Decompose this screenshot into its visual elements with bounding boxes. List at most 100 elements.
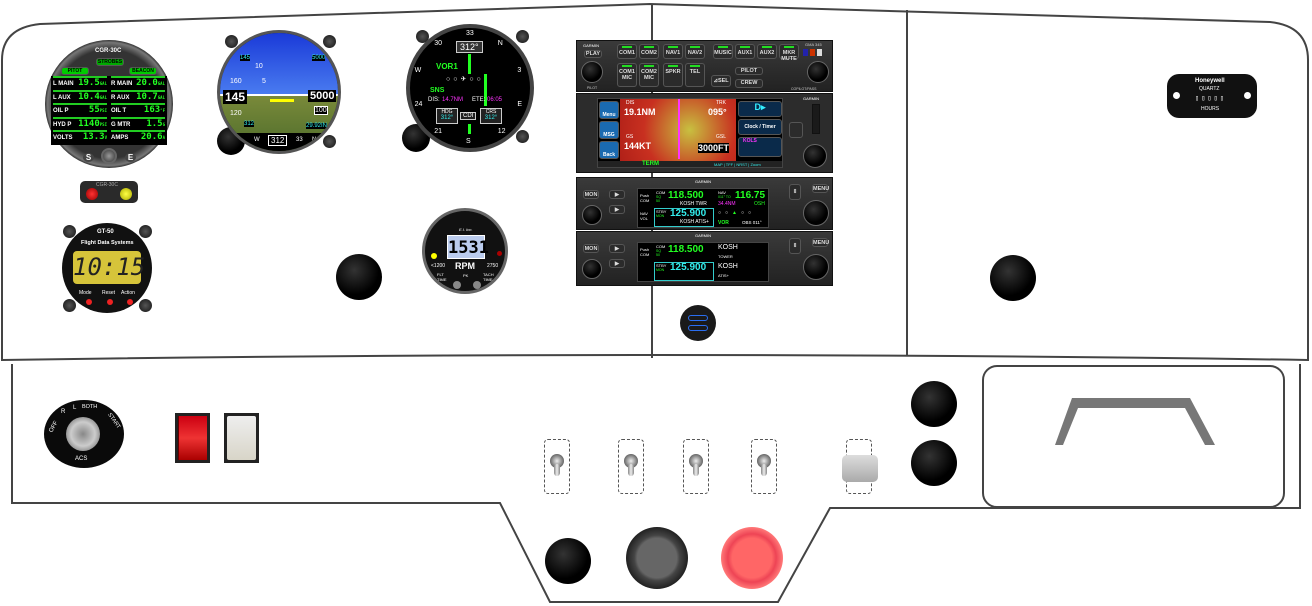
magneto-switch[interactable]: OFF R L BOTH START ACS (44, 400, 124, 468)
tach-time-label: TACH TIME (483, 272, 494, 282)
s-button[interactable]: S (83, 153, 94, 162)
audio-panel: GARMIN PLAY PILOT PILOT CREW ⊿SEL GMA 34… (576, 40, 833, 92)
mag-off-label: OFF (48, 420, 60, 434)
com-standby-id: KOSH (718, 263, 738, 270)
flip-button[interactable]: ⇕ (789, 238, 801, 254)
audio-button-music[interactable]: MUSIC (713, 44, 733, 59)
clock-model: GT-50 (97, 229, 114, 235)
gray-push-button[interactable] (626, 527, 688, 589)
gsl-label: GSL (716, 134, 727, 140)
back-button[interactable]: Back (599, 141, 619, 159)
nav-swap-button[interactable]: ▶ (609, 205, 625, 214)
toggle-switch[interactable] (683, 439, 709, 494)
compass-card-label: 21 (434, 127, 443, 135)
map-bar[interactable]: MAP | TFF | NRST | Zoom (714, 162, 761, 167)
flip-button[interactable]: ⇕ (789, 184, 801, 200)
audio-button-tel[interactable]: TEL (685, 63, 705, 87)
mag-both-label: BOTH (82, 404, 98, 410)
clock-timer-button[interactable]: Clock / Timer (738, 119, 782, 135)
copilot-volume-knob[interactable] (807, 61, 829, 83)
audio-button-aux2[interactable]: AUX2 (757, 44, 777, 59)
direct-to-button[interactable]: D▸ (738, 101, 782, 117)
beacon-button[interactable]: BEACON (129, 67, 157, 75)
usb-port[interactable] (688, 315, 708, 321)
pilot-button[interactable]: PILOT (735, 67, 763, 75)
gauge-label: G MTR (111, 121, 131, 128)
mon-button[interactable]: MON (583, 244, 599, 253)
cdi-button[interactable]: CDI (460, 112, 477, 120)
e-button[interactable]: E (125, 153, 136, 162)
home-button[interactable] (789, 122, 803, 138)
toggle-switch[interactable] (751, 439, 777, 494)
waypoint-button[interactable]: KOLS (738, 137, 782, 157)
volume-knob[interactable] (582, 259, 602, 279)
gs-value: 144KT (624, 141, 652, 151)
master-switch[interactable] (175, 413, 210, 463)
audio-button-nav1[interactable]: NAV1 (663, 44, 683, 59)
avionics-switch[interactable] (224, 413, 259, 463)
menu-button[interactable]: MENU (812, 184, 830, 193)
mode-button[interactable] (86, 299, 92, 305)
clock-time: 10:15 (73, 253, 146, 281)
engine-monitor-knob[interactable] (101, 148, 117, 164)
pilot-volume-knob[interactable] (581, 61, 603, 83)
frequency-knob[interactable] (803, 254, 829, 280)
audio-button-com2[interactable]: COM2 (639, 44, 659, 59)
flt-time-button[interactable] (453, 281, 461, 289)
audio-button-mkr-mute[interactable]: MKR MUTE (779, 44, 799, 62)
gt50-clock: GT-50 Flight Data Systems 10:15 Mode Res… (57, 219, 157, 317)
nav-com-brand: GARMIN (695, 179, 711, 184)
audio-button-com2-mic[interactable]: COM2 MIC (639, 63, 659, 87)
swap-button[interactable]: ▶ (609, 244, 625, 253)
blank-plug (545, 538, 591, 584)
audio-button-nav2[interactable]: NAV2 (685, 44, 705, 59)
gauge-value: 13.3V (82, 132, 107, 143)
pitot-button[interactable]: PITOT (61, 67, 89, 75)
gtn-navigator: GARMIN Menu MSG Back DIS 19.1NM GS 144KT… (576, 93, 833, 173)
guarded-switch[interactable] (842, 439, 878, 494)
usb-port[interactable] (688, 325, 708, 331)
reset-button[interactable] (107, 299, 113, 305)
menu-button[interactable]: Menu (599, 101, 619, 119)
mon-button[interactable]: MON (583, 190, 599, 199)
play-button[interactable]: PLAY (584, 50, 602, 58)
swap-button-2[interactable]: ▶ (609, 259, 625, 268)
tach-time-button[interactable] (473, 281, 481, 289)
com-active-freq: 118.500 (668, 190, 704, 201)
stby-mon-label: MON (656, 214, 665, 218)
action-button[interactable] (127, 299, 133, 305)
toggle-switch[interactable] (618, 439, 644, 494)
menu-button[interactable]: MENU (812, 238, 830, 247)
speed-tape-label: 120 (230, 110, 242, 117)
volume-knob[interactable] (582, 205, 602, 225)
dis-value: 14.7NM (442, 97, 464, 103)
compass-card-label: S (466, 138, 471, 145)
com-standby-freq: 125.900 (670, 262, 707, 273)
key-slot[interactable] (66, 417, 100, 451)
action-label: Action (121, 290, 135, 296)
audio-button-com1-mic[interactable]: COM1 MIC (617, 63, 637, 87)
aircraft-symbol (270, 99, 294, 102)
cdi-dots: ○○▲○○ (718, 210, 756, 216)
gtn-knob[interactable] (803, 144, 827, 168)
toggle-switch[interactable] (544, 439, 570, 494)
strobes-button[interactable]: STROBES (96, 58, 124, 66)
sel-button[interactable]: ⊿SEL (711, 75, 731, 87)
crew-button[interactable]: CREW (735, 79, 763, 88)
nav-distance: 34.4NM (718, 201, 736, 207)
baro-setting: 29.92IN (306, 123, 328, 129)
red-push-button[interactable] (721, 527, 783, 589)
crs-label: CRS (485, 109, 497, 115)
audio-button-spkr[interactable]: SPKR (663, 63, 683, 87)
tach-brand: E.I. Inc. (459, 227, 473, 232)
msg-button[interactable]: MSG (599, 121, 619, 139)
audio-button-com1[interactable]: COM1 (617, 44, 637, 59)
frequency-knob[interactable] (803, 200, 829, 226)
audio-button-aux1[interactable]: AUX1 (735, 44, 755, 59)
gauge-bar (111, 89, 165, 92)
swap-button[interactable]: ▶ (609, 190, 625, 199)
